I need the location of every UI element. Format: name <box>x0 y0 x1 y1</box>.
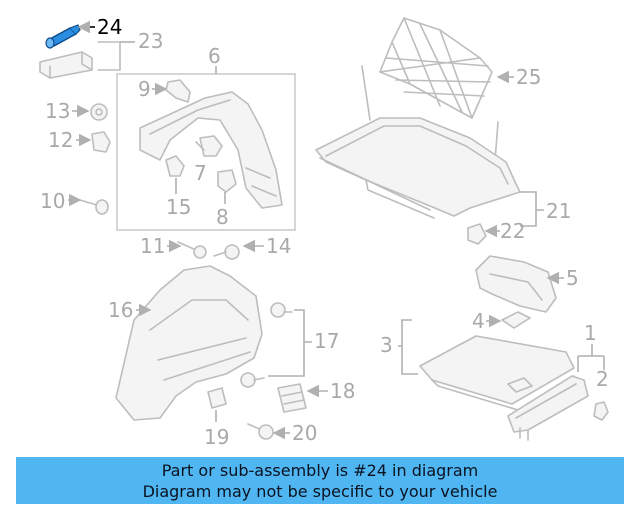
callout-11: 11 <box>140 234 165 258</box>
part-21-tonneau-cover[interactable] <box>315 117 521 219</box>
part-24-highlighted[interactable] <box>45 20 95 49</box>
callout-24: 24 <box>97 15 122 39</box>
callout-1: 1 <box>584 321 597 345</box>
part-19-cover[interactable] <box>207 387 227 422</box>
callout-2: 2 <box>596 367 609 391</box>
callout-23: 23 <box>138 29 163 53</box>
part-2-clip[interactable] <box>593 401 609 421</box>
part-15-clip[interactable] <box>165 155 185 194</box>
callout-12: 12 <box>48 128 73 152</box>
part-16-quarter-trim[interactable] <box>115 265 263 421</box>
part-5-bracket[interactable] <box>475 255 557 313</box>
callout-16: 16 <box>108 298 133 322</box>
info-banner: Part or sub-assembly is #24 in diagram D… <box>16 457 624 504</box>
callout-14: 14 <box>266 234 291 258</box>
part-1-sill-plate[interactable] <box>507 375 589 441</box>
part-23[interactable] <box>39 41 121 79</box>
callout-10: 10 <box>40 189 65 213</box>
part-14-screw[interactable] <box>213 244 240 260</box>
part-25-cargo-net[interactable] <box>361 17 499 175</box>
part-13-grommet[interactable] <box>90 103 108 121</box>
part-6-trim[interactable] <box>139 91 283 209</box>
part-3-floor-board[interactable] <box>419 335 575 411</box>
callout-8: 8 <box>216 205 229 229</box>
callout-5: 5 <box>566 266 579 290</box>
callout-9: 9 <box>138 77 151 101</box>
callout-4: 4 <box>472 309 485 333</box>
callout-22: 22 <box>500 219 525 243</box>
callout-17: 17 <box>314 329 339 353</box>
callout-21: 21 <box>546 199 571 223</box>
part-18-retainer[interactable] <box>277 383 307 413</box>
callout-19: 19 <box>204 425 229 449</box>
part-6-group-box <box>116 66 296 231</box>
part-4-pad[interactable] <box>501 311 531 329</box>
part-7-push-clip[interactable] <box>195 135 223 157</box>
part-17-clips[interactable] <box>240 302 293 388</box>
banner-line-disclaimer: Diagram may not be specific to your vehi… <box>142 482 498 501</box>
callout-20: 20 <box>292 421 317 445</box>
part-12-clip[interactable] <box>91 131 111 153</box>
callout-25: 25 <box>516 65 541 89</box>
callout-6: 6 <box>208 44 221 68</box>
part-8-bracket[interactable] <box>217 169 237 204</box>
banner-line-part-info: Part or sub-assembly is #24 in diagram <box>161 461 479 480</box>
part-22-bracket[interactable] <box>467 223 487 245</box>
callout-3: 3 <box>380 333 393 357</box>
callout-15: 15 <box>166 195 191 219</box>
part-10-bolt[interactable] <box>79 199 109 215</box>
callout-7: 7 <box>194 161 207 185</box>
part-9-clip[interactable] <box>165 79 191 103</box>
callout-13: 13 <box>45 99 70 123</box>
part-20-screw[interactable] <box>247 423 274 440</box>
part-11-screw[interactable] <box>177 241 207 259</box>
callout-18: 18 <box>330 379 355 403</box>
